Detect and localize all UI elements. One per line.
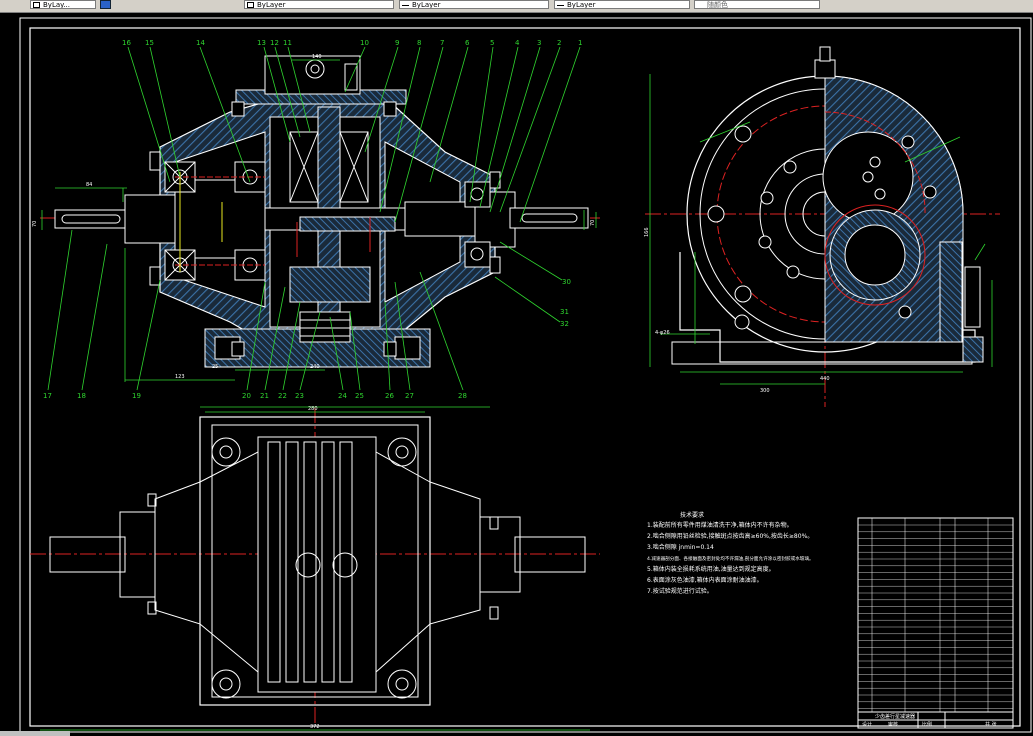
cad-drawing[interactable]: 84 140 123 25 240 70 70 — [0, 12, 1033, 736]
balloon-7: 7 — [440, 39, 444, 47]
sheet-border — [19, 17, 1032, 733]
title-check-label: 审核 — [888, 721, 898, 728]
balloon-13: 13 — [257, 39, 266, 47]
balloon-15: 15 — [145, 39, 154, 47]
balloon-24: 24 — [338, 392, 347, 400]
tech-note-1: 1.装配前所有零件用煤油清洗干净,箱体内不许有杂物。 — [647, 521, 793, 529]
balloon-19: 19 — [132, 392, 141, 400]
color-swatch-icon — [33, 2, 40, 8]
balloon-3: 3 — [537, 39, 541, 47]
title-drawing-name: 少齿差行星减速器 — [875, 713, 915, 720]
front-section-view: 84 140 123 25 240 70 70 — [32, 39, 600, 400]
properties-toolbar: ByLay... ByLayer ByLayer ByLayer 随颜色 — [0, 0, 1033, 13]
tech-note-4: 4.减速器剖分面、各接触面及密封处均不许漏油,剖分面允许涂以密封胶或水玻璃。 — [647, 555, 814, 562]
lineweight-dropdown[interactable]: ByLayer — [554, 0, 690, 9]
side-view: 4-φ26 440 300 166 — [644, 46, 1000, 407]
layer-manager-button[interactable] — [100, 0, 111, 9]
balloon-1: 1 — [578, 39, 582, 47]
balloon-16: 16 — [122, 39, 131, 47]
lineweight-icon — [557, 5, 564, 6]
frame-border — [29, 27, 1021, 727]
balloon-11: 11 — [283, 39, 292, 47]
balloon-2: 2 — [557, 39, 561, 47]
tech-notes-title: 技术要求 — [680, 511, 704, 519]
balloon-32: 32 — [560, 320, 569, 328]
dim-side-width: 300 — [760, 388, 770, 394]
tech-note-2: 2.啮合侧隙用铅丝检验,接触斑点按齿高≥60%,按齿长≥80%。 — [647, 532, 813, 540]
balloon-26: 26 — [385, 392, 394, 400]
technical-notes: 技术要求 1.装配前所有零件用煤油清洗干净,箱体内不许有杂物。 2.啮合侧隙用铅… — [647, 511, 814, 595]
dim-bottom-a: 123 — [175, 374, 185, 380]
balloon-17: 17 — [43, 392, 52, 400]
dim-side-total: 440 — [820, 376, 830, 382]
balloon-25: 25 — [355, 392, 364, 400]
dim-left-shaft: 84 — [86, 182, 92, 188]
balloon-4: 4 — [515, 39, 520, 47]
balloon-30: 30 — [562, 278, 571, 286]
dim-left-h: 70 — [32, 221, 38, 227]
dim-plan-bottom: 372 — [310, 724, 320, 730]
title-sheet-label: 共 张 — [985, 721, 997, 728]
plotstyle-dropdown[interactable]: 随颜色 — [694, 0, 820, 9]
balloon-8: 8 — [417, 39, 421, 47]
drawing-canvas[interactable]: 84 140 123 25 240 70 70 — [0, 12, 1033, 736]
layer-dropdown[interactable]: ByLay... — [30, 0, 96, 9]
title-design-label: 设计 — [862, 721, 872, 728]
balloon-23: 23 — [295, 392, 304, 400]
title-ratio-label: 比例 — [922, 721, 932, 728]
balloon-28: 28 — [458, 392, 467, 400]
color-swatch-icon — [247, 2, 254, 8]
dim-top: 140 — [312, 54, 322, 60]
balloon-14: 14 — [196, 39, 205, 47]
dim-bottom-c: 240 — [310, 364, 320, 370]
balloon-21: 21 — [260, 392, 269, 400]
tech-note-3: 3.啮合侧隙 jnmin=0.14 — [647, 543, 714, 551]
color-dropdown[interactable]: ByLayer — [244, 0, 394, 9]
dim-right-h: 70 — [590, 220, 596, 226]
balloon-22: 22 — [278, 392, 287, 400]
balloon-10: 10 — [360, 39, 369, 47]
linetype-icon — [402, 5, 409, 6]
balloon-5: 5 — [490, 39, 494, 47]
linetype-dropdown[interactable]: ByLayer — [399, 0, 549, 9]
dim-bottom-b: 25 — [212, 364, 218, 370]
dim-plan-top: 280 — [308, 406, 318, 412]
balloon-27: 27 — [405, 392, 414, 400]
title-block: 少齿差行星减速器 设计 审核 比例 共 张 — [857, 517, 1014, 729]
balloon-31: 31 — [560, 308, 569, 316]
tech-note-7: 7.按试验规范进行试验。 — [647, 587, 713, 595]
dim-side-height: 166 — [644, 227, 650, 237]
status-strip — [0, 731, 70, 736]
balloon-18: 18 — [77, 392, 86, 400]
plan-view: 280 372 — [30, 406, 600, 731]
balloon-20: 20 — [242, 392, 251, 400]
balloon-6: 6 — [465, 39, 470, 47]
dim-side-bolts: 4-φ26 — [655, 330, 670, 336]
balloon-12: 12 — [270, 39, 279, 47]
tech-note-6: 6.表面涂灰色油漆,箱体内表面涂耐油油漆。 — [647, 576, 763, 584]
tech-note-5: 5.箱体内装全损耗系统用油,油量达到规定高度。 — [647, 565, 775, 573]
balloon-9: 9 — [395, 39, 399, 47]
